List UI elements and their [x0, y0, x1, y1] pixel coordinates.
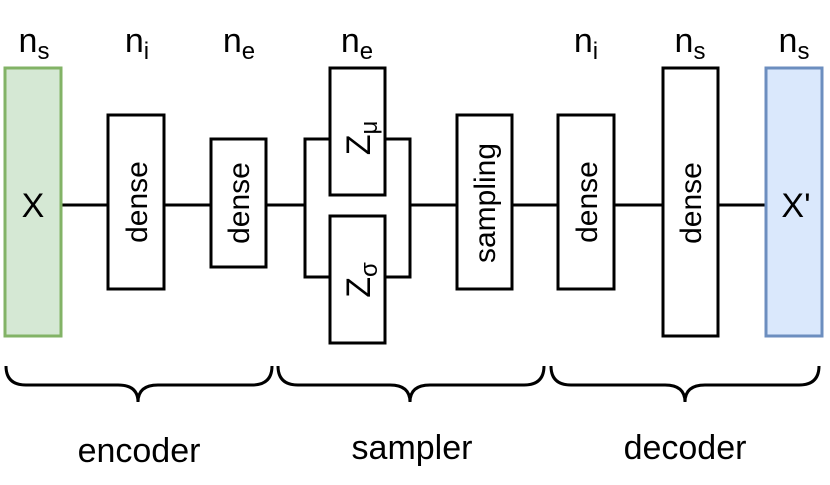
decoder-dense-1-label: dense — [571, 161, 604, 243]
encoder-brace — [4, 365, 274, 403]
z-mu-box — [328, 66, 387, 197]
dim-dec-dense1: ni — [574, 22, 598, 65]
z-mu-label: Zμ — [340, 121, 383, 156]
dim-enc-dense1: ni — [125, 22, 149, 65]
dim-output: ns — [779, 22, 810, 65]
decoder-dense-2: dense — [661, 66, 720, 338]
decoder-dense-1-box — [556, 113, 616, 291]
dimension-labels: ns ni ne ne ni ns ns — [19, 22, 810, 65]
z-sigma-label: Zσ — [340, 262, 383, 298]
group-labels: encoder sampler decoder — [78, 429, 747, 470]
sampling-box — [455, 113, 514, 291]
connections — [61, 137, 766, 279]
input-box — [3, 66, 63, 338]
sampling-label: sampling — [469, 143, 502, 263]
decoder-dense-1: dense — [556, 113, 616, 291]
dim-dec-dense2: ns — [675, 22, 706, 65]
decoder-dense-2-label: dense — [675, 162, 708, 244]
encoder-dense-2: dense — [209, 137, 268, 269]
dim-input: ns — [19, 22, 50, 65]
sampler-brace — [276, 365, 546, 403]
dim-enc-dense2: ne — [223, 22, 255, 65]
output-box — [764, 66, 824, 338]
encoder-dense-2-label: dense — [223, 162, 256, 244]
group-braces — [4, 365, 821, 403]
z-mu-block: Zμ — [328, 66, 387, 197]
encoder-label: encoder — [78, 432, 201, 470]
decoder-dense-2-box — [661, 66, 720, 338]
decoder-brace — [549, 365, 821, 403]
z-sigma-block: Zσ — [328, 214, 387, 345]
encoder-dense-2-box — [209, 137, 268, 269]
input-block: X — [3, 66, 63, 338]
input-label: X — [22, 187, 45, 225]
encoder-dense-1: dense — [106, 113, 166, 291]
sampler-label: sampler — [352, 429, 473, 467]
z-sigma-box — [328, 214, 387, 345]
edge-merge-branches — [385, 137, 412, 279]
decoder-label: decoder — [624, 429, 747, 467]
edge-split-branches — [303, 137, 330, 279]
encoder-dense-1-label: dense — [121, 161, 154, 243]
dim-sampler: ne — [341, 22, 373, 65]
encoder-dense-1-box — [106, 113, 166, 291]
output-block: X' — [764, 66, 824, 338]
sampling-block: sampling — [455, 113, 514, 291]
output-label: X' — [781, 187, 810, 225]
